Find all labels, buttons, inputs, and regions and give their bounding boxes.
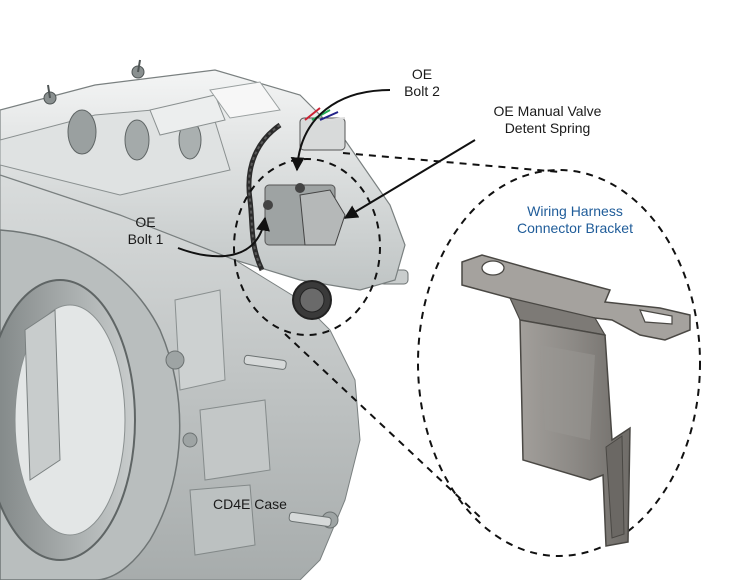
arrow-oe-detent-spring: [343, 139, 476, 219]
label-oe-bolt-1: OE Bolt 1: [127, 214, 164, 247]
label-oe-bolt-2: OE Bolt 2: [404, 66, 440, 99]
callout-arrows: [177, 89, 476, 258]
zoom-callout: [233, 152, 701, 557]
valve-body: [0, 59, 406, 320]
arrow-oe-bolt-1: [177, 216, 270, 258]
label-oe-manual-valve-detent-spring: OE Manual Valve Detent Spring: [493, 103, 602, 136]
transmission-case: [0, 174, 409, 581]
label-cd4e-case: CD4E Case: [213, 496, 287, 512]
label-wiring-harness-connector-bracket: Wiring Harness Connector Bracket: [517, 203, 633, 236]
arrow-oe-bolt-2: [290, 89, 391, 172]
wiring-harness-connector-bracket: [461, 254, 691, 547]
